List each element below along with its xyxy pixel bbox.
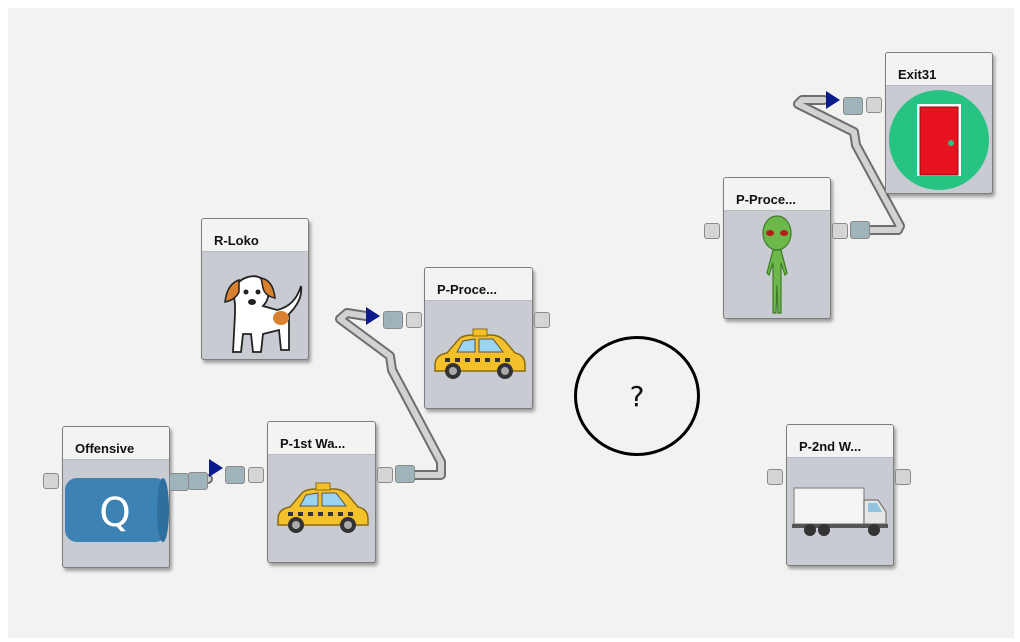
queue-icon: Q — [63, 461, 169, 567]
queue-icon-letter: Q — [99, 490, 130, 536]
p1st-input-port[interactable] — [248, 467, 264, 483]
taxi-icon — [425, 302, 532, 408]
block-p2nd[interactable]: P-2nd W... — [786, 424, 894, 566]
pproc1-input-port[interactable] — [406, 312, 422, 328]
flow-arrow — [366, 307, 380, 325]
block-pproc1[interactable]: P-Proce... — [424, 267, 533, 409]
dog-icon — [202, 253, 308, 359]
block-exit-title: Exit31 — [886, 53, 992, 86]
p1st-output-connector[interactable] — [395, 465, 415, 483]
block-pproc2[interactable]: P-Proce... — [723, 177, 831, 319]
taxi-icon — [268, 456, 375, 562]
exit-input-port-link[interactable] — [843, 97, 863, 115]
exit-input-port[interactable] — [866, 97, 882, 113]
block-offensive-title: Offensive — [63, 427, 169, 460]
block-exit[interactable]: Exit31 — [885, 52, 993, 194]
pproc1-output-port[interactable] — [534, 312, 550, 328]
offensive-output-port[interactable] — [169, 473, 189, 491]
p1st-input-connector[interactable] — [188, 472, 208, 490]
flow-arrow — [209, 459, 223, 477]
block-p1st[interactable]: P-1st Wa... — [267, 421, 376, 563]
pproc1-input-port-link[interactable] — [383, 311, 403, 329]
flow-arrow — [826, 91, 840, 109]
block-rloko-title: R-Loko — [202, 219, 308, 252]
exit-door-icon — [886, 87, 992, 193]
pproc2-input-port[interactable] — [704, 223, 720, 239]
pproc2-output-connector[interactable] — [850, 221, 870, 239]
truck-icon — [787, 459, 893, 565]
block-p2nd-title: P-2nd W... — [787, 425, 893, 458]
p1st-input-port-link[interactable] — [225, 466, 245, 484]
unknown-block-placeholder[interactable]: ? — [574, 336, 700, 456]
block-pproc2-title: P-Proce... — [724, 178, 830, 211]
block-p1st-title: P-1st Wa... — [268, 422, 375, 455]
offensive-input-port[interactable] — [43, 473, 59, 489]
p2nd-input-port[interactable] — [767, 469, 783, 485]
block-rloko[interactable]: R-Loko — [201, 218, 309, 360]
pproc2-output-port[interactable] — [832, 223, 848, 239]
block-pproc1-title: P-Proce... — [425, 268, 532, 301]
p2nd-output-port[interactable] — [895, 469, 911, 485]
block-offensive[interactable]: Offensive Q — [62, 426, 170, 568]
alien-icon — [724, 212, 830, 318]
unknown-label: ? — [629, 379, 645, 413]
p1st-output-port[interactable] — [377, 467, 393, 483]
